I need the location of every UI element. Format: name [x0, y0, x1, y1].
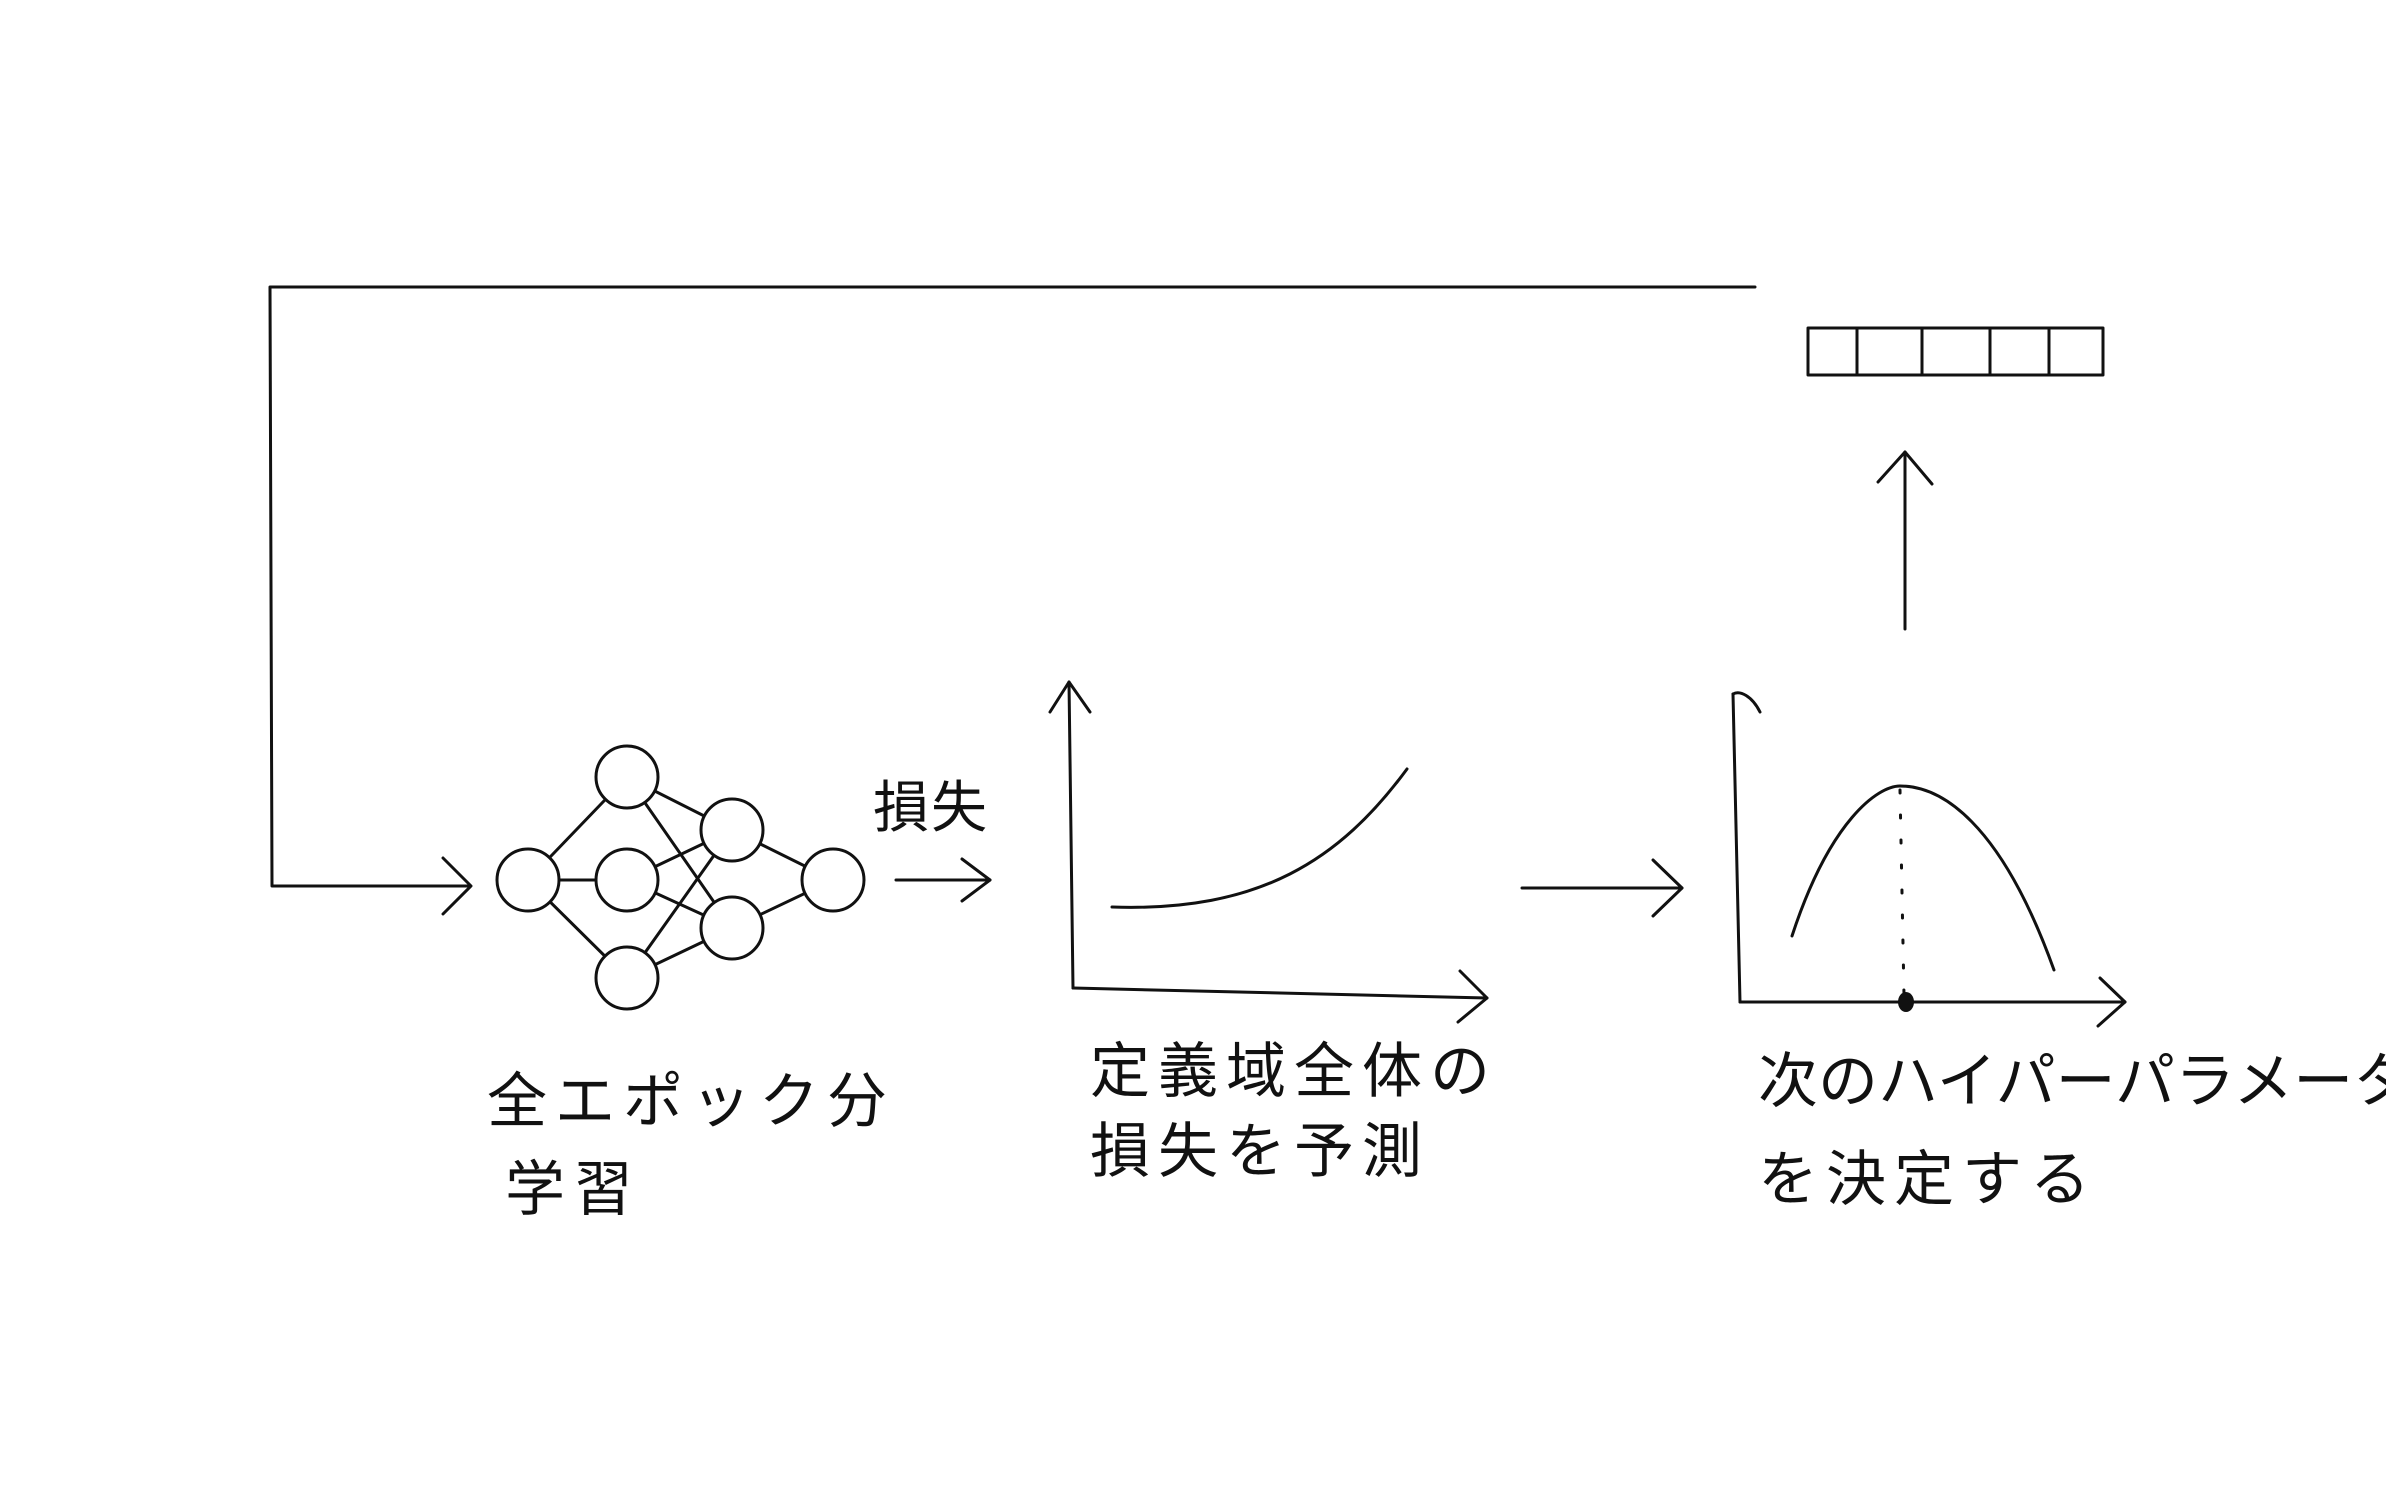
network-edges: [526, 775, 835, 980]
predict-caption-line2: 損失を予測: [1090, 1117, 1430, 1187]
hidden-node: [594, 744, 660, 810]
decide-caption-line2: を決定する: [1758, 1145, 2098, 1215]
x-axis: [1738, 976, 2127, 1028]
input-node: [495, 847, 561, 913]
loss-label: 損失: [873, 776, 989, 841]
y-axis: [1048, 680, 1092, 990]
acquisition-curve: [1790, 784, 2056, 972]
x-axis: [1071, 969, 1489, 1024]
predict-caption-line1: 定義域全体の: [1090, 1037, 1498, 1107]
y-axis: [1731, 691, 1762, 1004]
hidden-node: [699, 797, 765, 863]
selected-point: [1898, 992, 1914, 1012]
up-arrow: [1876, 450, 1934, 631]
train-caption-line2: 学習: [505, 1155, 641, 1225]
loss-prediction-chart: [1048, 680, 1489, 1024]
acquisition-chart: [1731, 691, 2127, 1028]
predicted-loss-curve: [1110, 767, 1409, 909]
decide-caption-line1: 次のハイパーパラメータ: [1758, 1047, 2386, 1117]
neural-network: [495, 744, 866, 1011]
output-node: [800, 847, 866, 913]
next-step-arrow: [1520, 858, 1684, 918]
maximum-marker-line: [1898, 788, 1906, 997]
hidden-node: [594, 847, 660, 913]
feedback-loop-arrow: [268, 285, 1757, 916]
train-caption-line1: 全エポック分: [487, 1067, 895, 1137]
loss-arrow: [894, 857, 992, 903]
hidden-node: [594, 945, 660, 1011]
hidden-node: [699, 895, 765, 961]
hyperparameter-vector: [1806, 326, 2105, 377]
